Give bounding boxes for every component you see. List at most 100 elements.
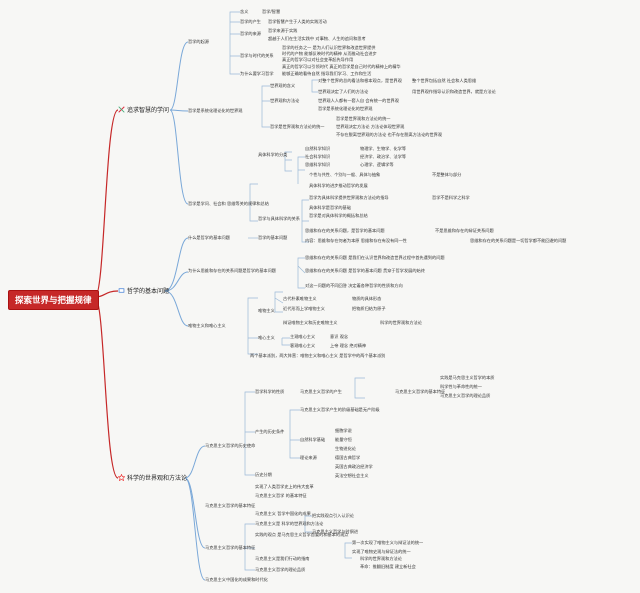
node: 实践是马克思主义哲学的本质 [440, 375, 495, 380]
node: 辩证唯物主义和历史唯物主义 [283, 320, 338, 325]
node: 具体科学的分类 [258, 152, 288, 157]
node: 细胞学说 [335, 428, 352, 433]
node: 思维和存在的关系问题 是哲学的基本问题 贯穿于哲学发展的始终 [305, 268, 425, 273]
node: 马克思主义哲学产生的阶级基础是无产阶级 [300, 407, 380, 412]
node: 哲学是系统化理论化的世界观 [318, 106, 373, 111]
node: 哲学与具体科学的关系 [258, 216, 300, 221]
node: 上帝 理念 绝对精神 [330, 343, 367, 348]
node: 思维和存在的关系问题 是我们在认识世界和改造世界过程中首先遇到的问题 [305, 255, 445, 260]
node: 物理学、生物学、化学等 [360, 146, 407, 151]
node: 能量守恒 [335, 437, 352, 442]
node: 哲学智慧产生于人类的实践活动 [268, 19, 327, 24]
node: 超越于人们在生活实践中 对事物、人生的追问和思考 [268, 36, 366, 41]
node: 把实践观点引入认识论 [312, 513, 354, 518]
node: 思维科学知识 [305, 162, 331, 167]
node: 对这一问题的不同回答 决定着各种哲学的性质和方向 [305, 283, 403, 288]
pencil-ruler-icon [118, 106, 125, 113]
node: 哲学不是科学之科学 [432, 195, 470, 200]
node: 唯物主义和唯心主义 [188, 323, 226, 328]
node: 真正的哲学可以引领时代 真正的哲学是自己时代的精神上的精华 [282, 64, 401, 69]
node: 产生的历史条件 [255, 429, 285, 434]
node: 德国古典哲学 [335, 455, 361, 460]
node: 客观唯心主义 [290, 343, 316, 348]
root-topic[interactable]: 探索世界与把握规律 [8, 290, 99, 310]
node: 第一次实现了唯物主义与辩证法的统一 [352, 540, 424, 545]
node: 自然科学知识 [305, 146, 331, 151]
node: 什么是哲学的基本问题 [188, 235, 230, 240]
node: 把物质归结为原子 [352, 306, 386, 311]
node: 两个基本派别，两大阵营：唯物主义和唯心主义 是哲学中的两个基本派别 [250, 353, 386, 358]
node: 英法空想社会主义 [335, 473, 369, 478]
node: 心理学、逻辑学等 [360, 162, 394, 167]
node: 哲学为具体科学提供世界观和方法论的指导 [309, 195, 389, 200]
node: 哲学的基本问题 [258, 235, 288, 240]
node: 世界观决定方法论 方法论体现世界观 [336, 124, 405, 129]
node: 真正的哲学可以对社会变革起先导作用 [282, 57, 354, 62]
star-icon [118, 474, 125, 481]
node: 对整个世界的总的看法和根本观点，是世界观 [318, 78, 402, 83]
node: 个性与共性、个别与一般、具体与抽象 [309, 172, 381, 177]
node: 具体科学是哲学的基础 [309, 205, 351, 210]
node: 主观唯心主义 [290, 334, 316, 339]
node: 世界观决定了人们的方法论 [318, 89, 369, 94]
node: 哲学的起源 [188, 39, 209, 44]
branch-2-label: 哲学的基本问题 [127, 288, 170, 295]
node: 科学性与革命性的统一 [440, 384, 482, 389]
node: 马克思主义哲学的基本特征 [395, 389, 446, 394]
node: 经济学、政治学、法学等 [360, 154, 407, 159]
node: 哲学的任务之一 是为人们认识世界和改造世界提供 [282, 45, 376, 50]
node: 历史分期 [255, 472, 272, 477]
node: 哲学是世界观和方法论的统一 [336, 116, 391, 121]
node: 科学的世界观和方法论 [360, 556, 402, 561]
node: 哲学是世界观和方法论的统一 [270, 124, 325, 129]
node: 内容：思维和存在何者为本原 思维和存在有没有同一性 [305, 238, 407, 243]
node: 思维和存在的关系问题，是哲学的基本问题 [305, 228, 385, 233]
node: 世界观人人都有一套人自 会有统一的世界观 [318, 98, 399, 103]
node: 社会科学知识 [305, 154, 331, 159]
branch-2[interactable]: 哲学的基本问题 [118, 286, 169, 295]
node: 哲学与时代的关系 [240, 53, 274, 58]
book-icon [118, 288, 125, 293]
node: 哲学来源于实践 [268, 28, 298, 33]
node: 马克思主义哲学的理论品质 [440, 393, 491, 398]
node: 实现了人类哲学史上的伟大变革 [255, 484, 314, 489]
node: 思维和存在的关系问题是一切哲学都不能回避的问题 [470, 238, 567, 243]
branch-1-label: 追求智慧的学问 [127, 107, 170, 114]
node: 不是整体与部分 [432, 172, 462, 177]
node: 哲学科学的性质 [255, 389, 285, 394]
node: 革命：推翻旧制度 建立新社会 [360, 564, 416, 569]
node: 哲学的产生 [240, 19, 261, 24]
node: 整个世界包括自然 社会和人类思维 [412, 78, 477, 83]
node: 能够正确地看待自然 指导我们学习、工作和生活 [282, 71, 372, 76]
node: 马克思主义哲学的理论品质 [255, 567, 306, 572]
node: 马克思主义是 科学的世界观和方法论 [255, 521, 324, 526]
node: 生物进化论 [335, 446, 356, 451]
node: 马克思主义是我们行动的指南 [255, 556, 310, 561]
node: 世界观的含义 [270, 83, 296, 88]
node: 马克思主义哲学 的基本特征 [255, 493, 307, 498]
node: 为什么要学习哲学 [240, 71, 274, 76]
node: 马克思主义哲学的产生 [300, 389, 342, 394]
node: 马克思主义哲学的历史使命 [205, 443, 256, 448]
node: 科学的世界观和方法论 [380, 320, 422, 325]
node: 具体科学的进步推动哲学的发展 [309, 183, 368, 188]
node: 哲学是对具体科学的概括和总结 [309, 213, 368, 218]
branch-3[interactable]: 科学的世界观和方法论 [118, 473, 187, 482]
node: 哲学是学问、社会和 思维等关的规律和总结 [188, 201, 269, 206]
node: 马克思主义哲学的基本特征 [205, 545, 256, 550]
node: 用世界观作指导认识和改造世界，就是方法论 [412, 89, 496, 94]
node: 唯心主义 [258, 335, 275, 340]
node: 自然科学基础 [300, 437, 326, 442]
node: 意识 观念 [330, 334, 349, 339]
node: 近代形而上学唯物主义 [283, 306, 325, 311]
branch-3-label: 科学的世界观和方法论 [127, 475, 188, 482]
node: 哲学的来源 [240, 31, 261, 36]
node: 马克思主义 哲学中国化的成果 [255, 511, 311, 516]
node: 哲学/智慧 [262, 9, 281, 14]
node: 不是思维和存在的辩证关系问题 [435, 228, 494, 233]
node: 唯物主义 [258, 308, 275, 313]
node: 实现了唯物史观与辩证法的统一 [352, 549, 411, 554]
node: 实践的观点 是马克思主义哲学首要的和基本的观点 [255, 532, 349, 537]
branch-1[interactable]: 追求智慧的学问 [118, 105, 169, 114]
